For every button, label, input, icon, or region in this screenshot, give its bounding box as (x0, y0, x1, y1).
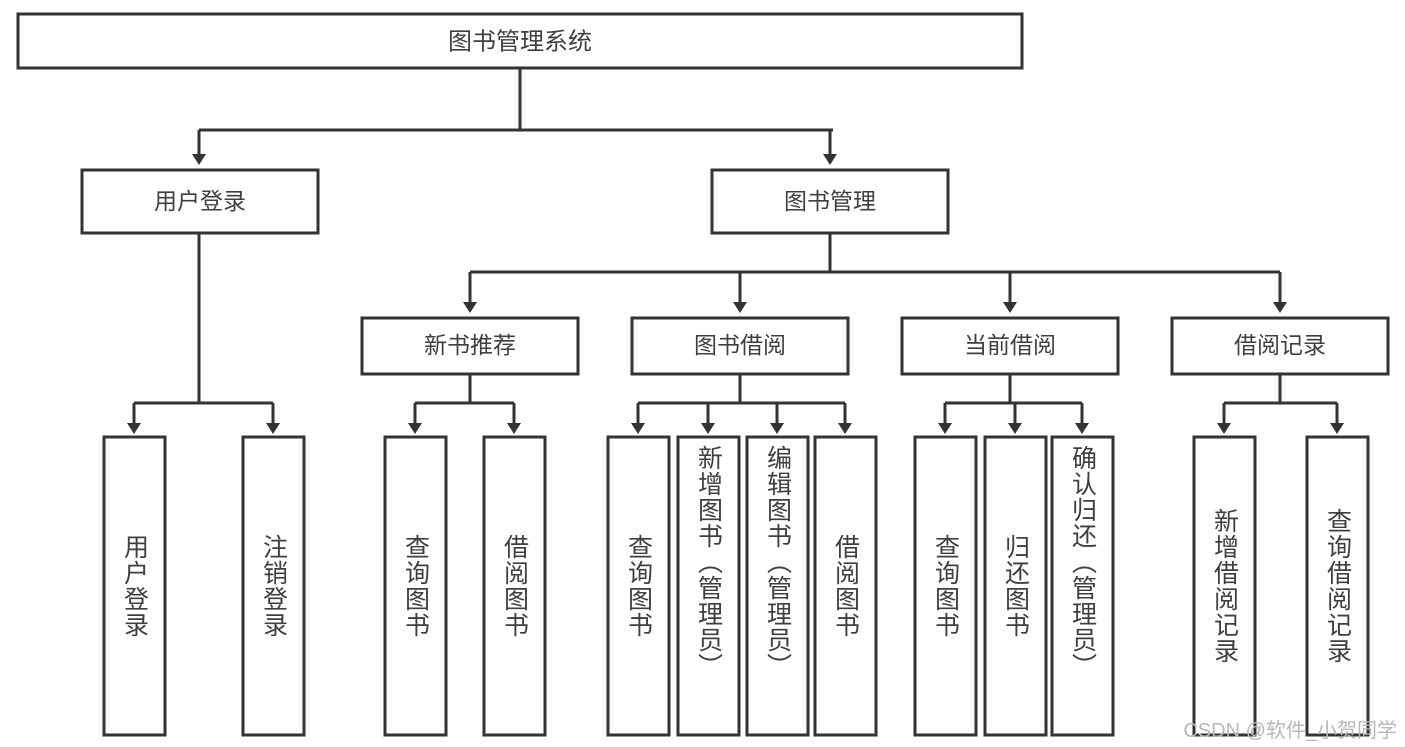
node-borrow-record[interactable]: 借阅记录 (1170, 316, 1390, 376)
node-user-login-box (80, 168, 320, 235)
node-user-login-label: 用户登录 (154, 188, 246, 214)
node-book-borrow-label: 图书借阅 (694, 332, 786, 358)
node-current-borrow[interactable]: 当前借阅 (900, 316, 1120, 376)
node-current-borrow-label: 当前借阅 (964, 332, 1056, 358)
node-current-borrow-box (900, 316, 1120, 376)
leaf-box-query-book-3[interactable] (913, 435, 978, 737)
node-book-management[interactable]: 图书管理 (710, 168, 950, 235)
leaf-box-return-book[interactable] (983, 435, 1048, 737)
node-root-label: 图书管理系统 (448, 28, 592, 55)
node-user-login[interactable]: 用户登录 (80, 168, 320, 235)
node-book-management-box (710, 168, 950, 235)
leaf-box-borrow-book-2[interactable] (813, 435, 878, 737)
leaf-box-confirm-return[interactable] (1050, 435, 1115, 737)
leaf-box-query-book-1[interactable] (383, 435, 448, 737)
connector-record-to-leaves (1217, 374, 1344, 434)
connector-current-to-leaves (938, 374, 1089, 434)
node-book-management-label: 图书管理 (784, 188, 876, 214)
leaf-box-query-record[interactable] (1305, 435, 1370, 737)
leaf-box-query-book-2[interactable] (606, 435, 671, 737)
leaf-box-borrow-book-1[interactable] (482, 435, 547, 737)
node-borrow-record-box (1170, 316, 1390, 376)
leaf-box-edit-book[interactable] (745, 435, 810, 737)
node-new-book-recommend[interactable]: 新书推荐 (360, 316, 580, 376)
node-borrow-record-label: 借阅记录 (1234, 332, 1326, 358)
connector-newbook-to-leaves (408, 374, 521, 434)
leaf-box-add-record[interactable] (1192, 435, 1257, 737)
node-new-book-recommend-label: 新书推荐 (424, 332, 516, 358)
node-root-box (16, 12, 1024, 70)
csdn-watermark: CSDN @软件_小贺同学 (1183, 720, 1397, 742)
leaf-box-logout[interactable] (241, 435, 306, 737)
connector-borrow-to-leaves (631, 374, 852, 434)
node-new-book-recommend-box (360, 316, 580, 376)
leaf-box-add-book[interactable] (676, 435, 741, 737)
node-book-borrow-box (630, 316, 850, 376)
node-root[interactable]: 图书管理系统 (16, 12, 1024, 70)
connector-userlogin-to-leaves (127, 233, 280, 434)
node-book-borrow[interactable]: 图书借阅 (630, 316, 850, 376)
leaf-box-user-login[interactable] (102, 435, 167, 737)
connector-bookmgmt-to-level3 (463, 233, 1287, 313)
connector-root-to-level2 (192, 68, 837, 165)
